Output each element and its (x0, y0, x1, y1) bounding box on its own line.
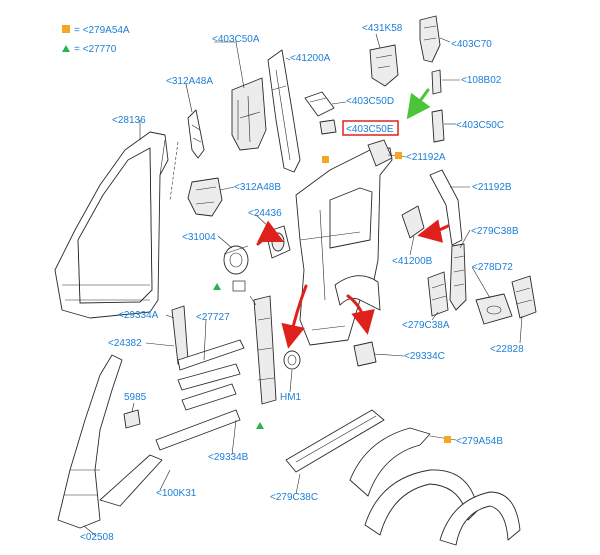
legend-orange-text: = <279A54A (74, 25, 130, 36)
bracket-279C38A-part (427, 271, 449, 317)
filler-24436-part (265, 225, 291, 259)
label-279C38B[interactable]: <279C38B (471, 226, 519, 237)
grommet-HM1-part (283, 350, 301, 370)
markers (213, 152, 451, 443)
label-403C50C[interactable]: <403C50C (456, 120, 504, 131)
label-29334C[interactable]: <29334C (404, 351, 445, 362)
label-24436[interactable]: <24436 (248, 208, 282, 219)
red-arrow (417, 219, 450, 243)
label-279C38C[interactable]: <279C38C (270, 492, 318, 503)
label-403C70[interactable]: <403C70 (451, 39, 492, 50)
lower-frame-part (57, 354, 163, 529)
clip-part (232, 280, 246, 292)
red-arrow (346, 294, 375, 335)
housing-31004-part (223, 245, 249, 275)
label-108B02[interactable]: <108B02 (461, 75, 502, 86)
label-24382[interactable]: <24382 (108, 338, 142, 349)
label-29334B[interactable]: <29334B (208, 452, 249, 463)
orange-square-marker (395, 152, 402, 159)
label-28136[interactable]: <28136 (112, 115, 146, 126)
bracket-431K58-part (369, 44, 399, 87)
trim-21192B-part (429, 169, 463, 246)
label-403C50E[interactable]: <403C50E (346, 124, 394, 135)
label-22828[interactable]: <22828 (490, 344, 524, 355)
label-279A54B[interactable]: <279A54B (456, 436, 503, 447)
side-frame-part (54, 131, 169, 319)
green-arrow (406, 88, 431, 120)
label-403C50D[interactable]: <403C50D (346, 96, 394, 107)
label-21192B[interactable]: <21192B (472, 182, 512, 193)
sill-reinforcement-parts (155, 295, 277, 451)
label-278D72[interactable]: <278D72 (472, 262, 513, 273)
floor-rail-279C38C-part (285, 409, 385, 473)
orange-square-marker (444, 436, 451, 443)
orange-square-marker (62, 25, 70, 33)
quarter-panel-part (295, 147, 393, 346)
wheel-arch-liners-part (349, 427, 521, 546)
panel-403C50A-part (231, 77, 267, 151)
part-403C50C (431, 109, 445, 143)
red-arrow (281, 284, 308, 349)
bracket-312A48B-part (187, 177, 223, 217)
bracket-29334C-part (353, 341, 377, 367)
leader-lines (83, 33, 523, 537)
part-labels[interactable]: <403C50A <41200A <431K58 <403C70 <108B02… (80, 23, 524, 543)
label-21192A[interactable]: <21192A (406, 152, 446, 163)
label-312A48B[interactable]: <312A48B (234, 182, 281, 193)
label-HM1[interactable]: HM1 (280, 392, 302, 403)
pillar-41200A-part (267, 49, 301, 173)
legend-green-text: = <27770 (74, 44, 117, 55)
red-arrow (256, 220, 285, 246)
label-41200B[interactable]: <41200B (392, 256, 433, 267)
label-02508[interactable]: <02508 (80, 532, 114, 543)
panel-41200B-part (401, 205, 425, 239)
plate-278D72-part (475, 293, 513, 325)
green-triangle-marker (62, 45, 70, 52)
part-403C50E (319, 119, 337, 135)
label-431K58[interactable]: <431K58 (362, 23, 403, 34)
label-27727[interactable]: <27727 (196, 312, 230, 323)
bracket-403C70-part (419, 15, 441, 63)
bolt-5985-part (123, 409, 141, 429)
highlight-box (342, 120, 399, 136)
label-31004[interactable]: <31004 (182, 232, 216, 243)
part-21192A (367, 139, 393, 167)
bracket-279C38B-part (449, 243, 467, 311)
arrows (256, 88, 450, 349)
label-29334A[interactable]: <29334A (118, 310, 159, 321)
label-312A48A[interactable]: <312A48A (166, 76, 213, 87)
green-triangle-marker (213, 283, 221, 290)
part-108B02 (431, 69, 442, 95)
bracket-312A48A-part (169, 109, 205, 201)
green-triangle-marker (256, 422, 264, 429)
label-41200A[interactable]: <41200A (290, 53, 331, 64)
legend: = <279A54A = <27770 (62, 25, 130, 55)
bracket-22828-part (511, 275, 537, 319)
orange-square-marker (322, 156, 329, 163)
label-5985[interactable]: 5985 (124, 392, 147, 403)
label-100K31[interactable]: <100K31 (156, 488, 197, 499)
label-279C38A[interactable]: <279C38A (402, 320, 450, 331)
part-403C50D (304, 91, 335, 117)
label-403C50A[interactable]: <403C50A (212, 34, 260, 45)
